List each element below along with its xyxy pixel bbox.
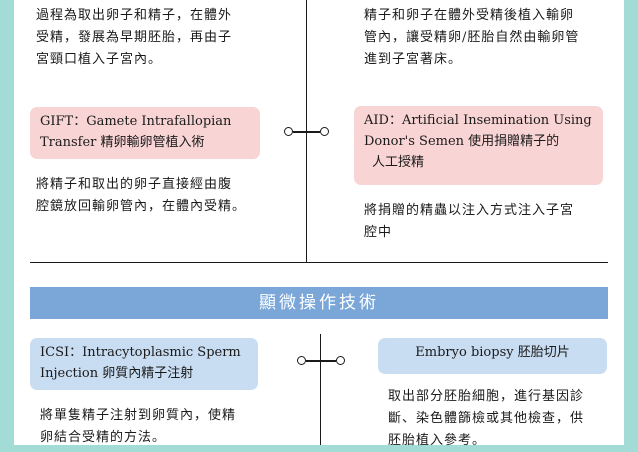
aid-description: 將捐贈的精蟲以注入方式注入子宮 腔中 <box>364 203 575 240</box>
embryo-biopsy-description: 取出部分胚胎細胞，進行基因診 斷、染色體篩檢或其他檢查，供 胚胎植入參考。 <box>388 389 585 448</box>
connector-node-left <box>284 127 293 136</box>
ivf-intro-text: 過程為取出卵子和精子，在體外 受精，發展為早期胚胎，再由子 宮頸口植入子宮內。 <box>36 8 233 67</box>
top-bottom-rule <box>30 262 608 263</box>
connector-link <box>293 131 320 133</box>
gift-description: 將精子和取出的卵子直接經由腹 腔鏡放回輸卵管內，在體內受精。 <box>36 177 247 214</box>
icsi-description: 將單隻精子注射到卵質內，使精 卵結合受精的方法。 <box>40 408 237 445</box>
connector-link-bottom <box>306 360 336 362</box>
connector-node-right <box>320 127 329 136</box>
connector-node-bottom-right <box>336 356 345 365</box>
connector-node-bottom-left <box>297 356 306 365</box>
embryo-biopsy-tag: Embryo biopsy 胚胎切片 <box>378 338 607 374</box>
zift-intro-text: 精子和卵子在體外受精後植入輸卵 管內，讓受精卵/胚胎自然由輸卵管 進到子宮著床。 <box>364 8 580 67</box>
aid-tag: AID：Artificial Insemination Using Donor'… <box>354 106 603 185</box>
section-title: 顯微操作技術 <box>259 293 379 313</box>
section-title-bar: 顯微操作技術 <box>30 287 608 319</box>
bottom-divider-line <box>320 334 321 445</box>
icsi-tag: ICSI：Intracytoplasmic Sperm Injection 卵質… <box>30 338 258 390</box>
gift-tag: GIFT：Gamete Intrafallopian Transfer 精卵輸卵… <box>30 107 260 159</box>
